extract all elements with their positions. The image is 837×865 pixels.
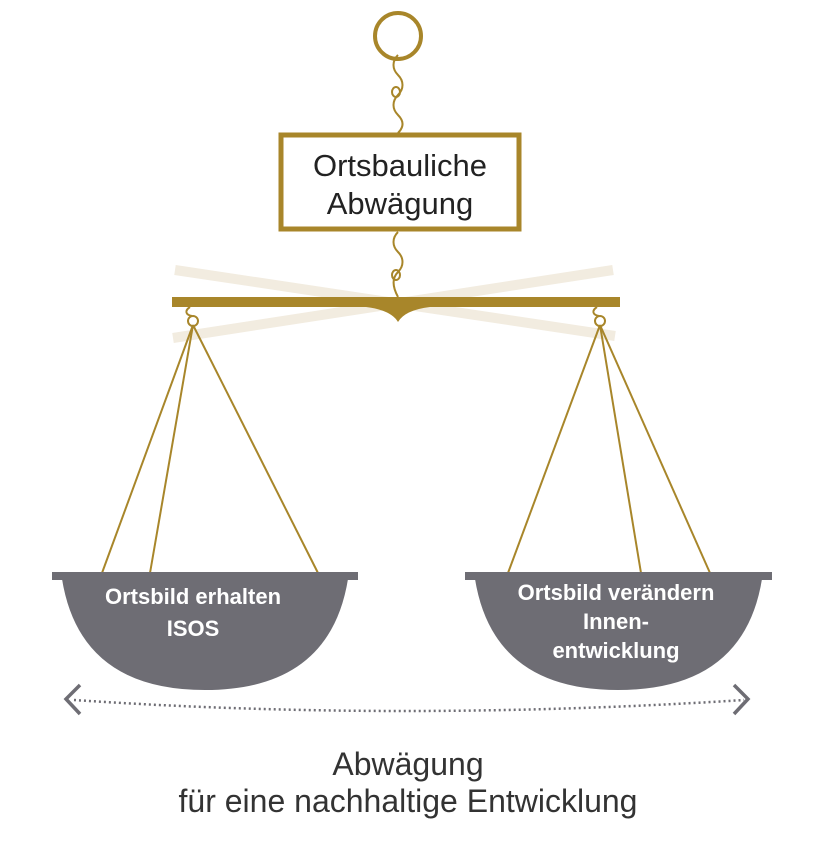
right-pan-line3: entwicklung — [552, 638, 679, 663]
caption-line2: für eine nachhaltige Entwicklung — [179, 783, 638, 819]
double-arrow-line — [73, 698, 745, 713]
right-pan-line2: Innen- — [583, 609, 649, 634]
left-pan-line2: ISOS — [167, 616, 220, 641]
center-box-line1: Ortsbauliche — [313, 148, 487, 183]
right-pan-line1: Ortsbild verändern — [518, 580, 715, 605]
ring-icon — [373, 11, 423, 61]
right-hook — [592, 306, 606, 327]
caption-line1: Abwägung — [332, 746, 483, 782]
left-hook — [185, 306, 199, 327]
left-pan-line1: Ortsbild erhalten — [105, 584, 281, 609]
left-pan: Ortsbild erhalten ISOS — [52, 572, 358, 690]
chevron-left-icon — [63, 683, 82, 716]
left-strings — [101, 324, 319, 574]
chain-lower — [391, 231, 404, 298]
chain-upper — [391, 54, 404, 134]
right-pan: Ortsbild verändern Innen- entwicklung — [465, 572, 772, 690]
chevron-right-icon — [732, 683, 751, 716]
center-box-line2: Abwägung — [327, 186, 474, 221]
balance-beam — [172, 297, 620, 322]
right-strings — [507, 324, 711, 574]
center-box — [278, 132, 522, 232]
